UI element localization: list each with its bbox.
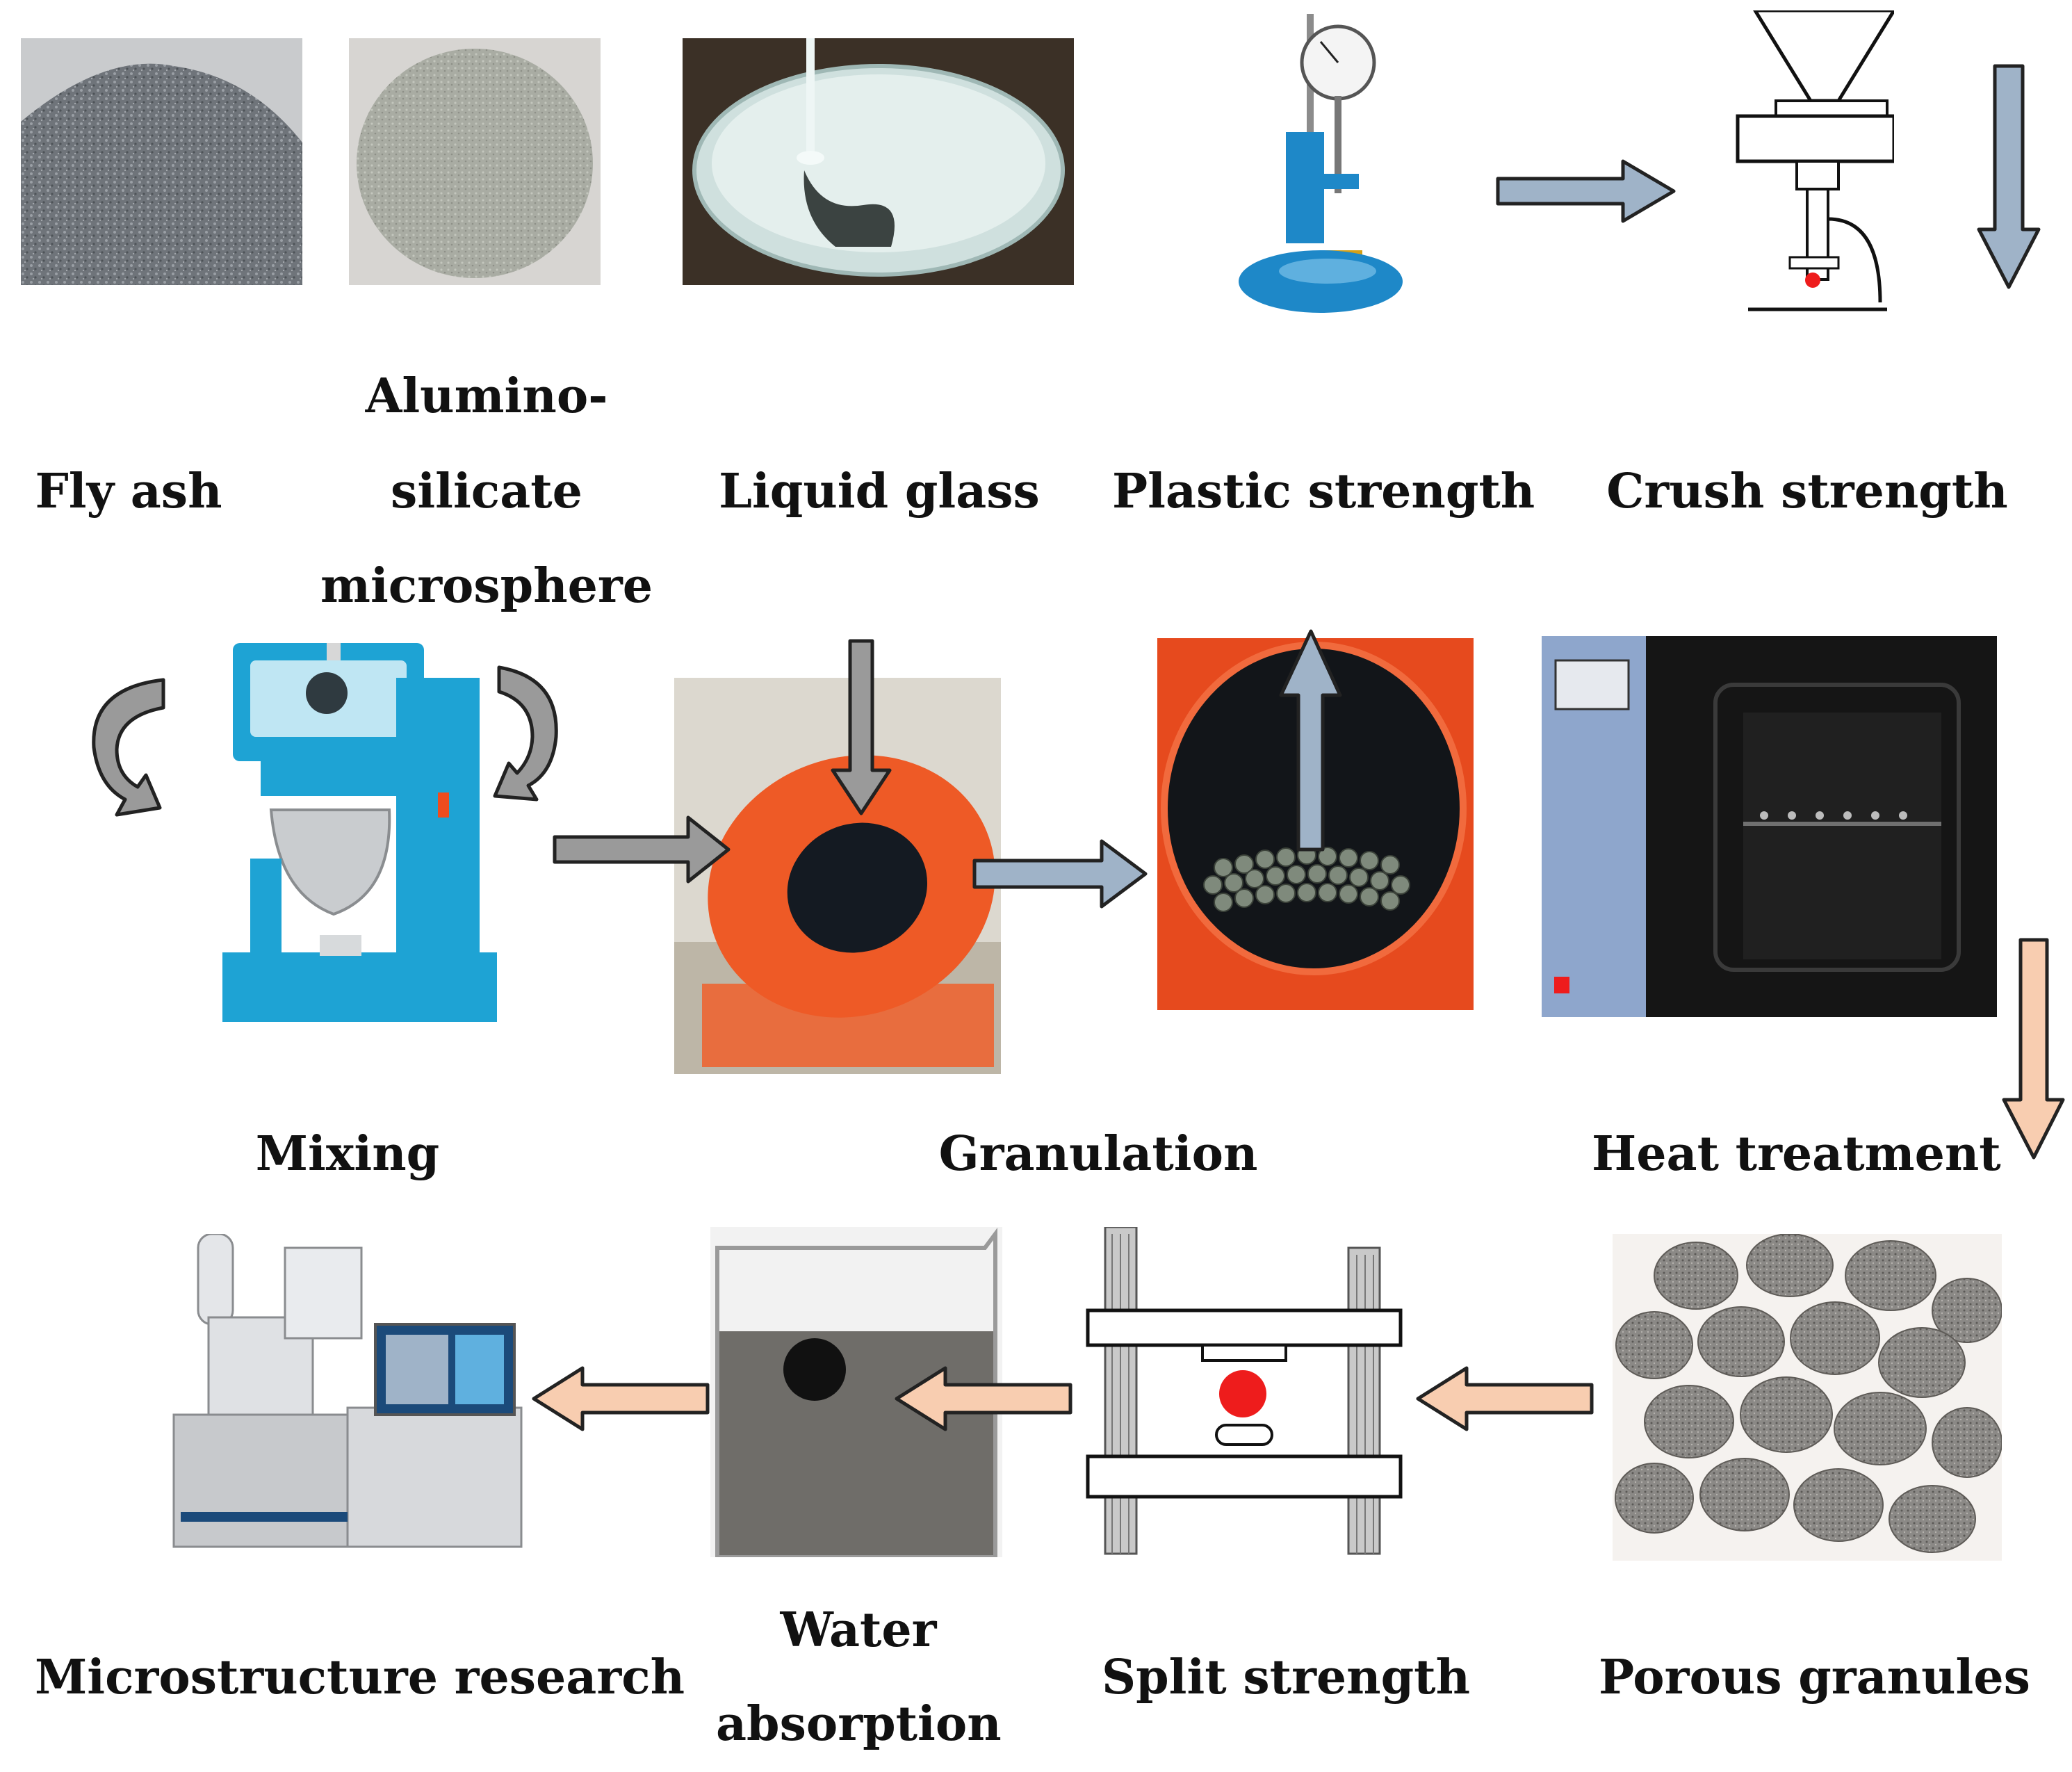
label-granulation: Granulation (938, 1126, 1258, 1182)
label-split-strength: Split strength (1101, 1650, 1471, 1705)
liquid-glass-photo (683, 38, 1074, 285)
label-heat-treatment: Heat treatment (1592, 1126, 2001, 1182)
flow-arrow-icon (972, 839, 1148, 909)
flow-arrow-icon (895, 1366, 1072, 1431)
flow-arrow-icon (831, 639, 892, 815)
granulator-pan-icon (674, 678, 1001, 1074)
label-aluminosilicate-line3: microsphere (320, 558, 653, 614)
fly-ash-photo (21, 38, 302, 285)
label-aluminosilicate-line1: Alumino- (365, 368, 608, 424)
microsphere-photo (349, 38, 601, 285)
flow-arrow-icon (1416, 1366, 1594, 1431)
label-crush-strength: Crush strength (1606, 464, 2008, 519)
label-water-absorption-line1: Water (780, 1602, 937, 1658)
electron-microscope-icon (172, 1234, 523, 1548)
flow-arrow-icon (1977, 64, 2041, 289)
label-fly-ash: Fly ash (35, 464, 222, 519)
label-aluminosilicate-line2: silicate (391, 464, 582, 519)
mixer-icon (222, 643, 497, 1022)
flow-arrow-icon (1496, 159, 1676, 223)
flow-arrow-icon (2002, 938, 2065, 1160)
label-microstructure-research: Microstructure research (35, 1650, 685, 1705)
rotation-arrow-icon (493, 665, 558, 802)
porous-granules-photo (1613, 1234, 2002, 1561)
flow-arrow-icon (1279, 629, 1342, 852)
label-water-absorption-line2: absorption (716, 1696, 1002, 1752)
label-liquid-glass: Liquid glass (719, 464, 1040, 519)
oven-icon (1542, 636, 1997, 1017)
flow-arrow-icon (553, 815, 731, 884)
split-press-icon (1086, 1227, 1403, 1555)
rotation-arrow-icon (92, 678, 165, 817)
label-porous-granules: Porous granules (1599, 1650, 2030, 1705)
crush-press-icon (1736, 10, 1894, 311)
label-plastic-strength: Plastic strength (1112, 464, 1535, 519)
beaker-icon (710, 1227, 1002, 1557)
flow-arrow-icon (532, 1366, 710, 1431)
label-mixing: Mixing (255, 1126, 440, 1182)
penetrometer-icon (1239, 14, 1403, 313)
